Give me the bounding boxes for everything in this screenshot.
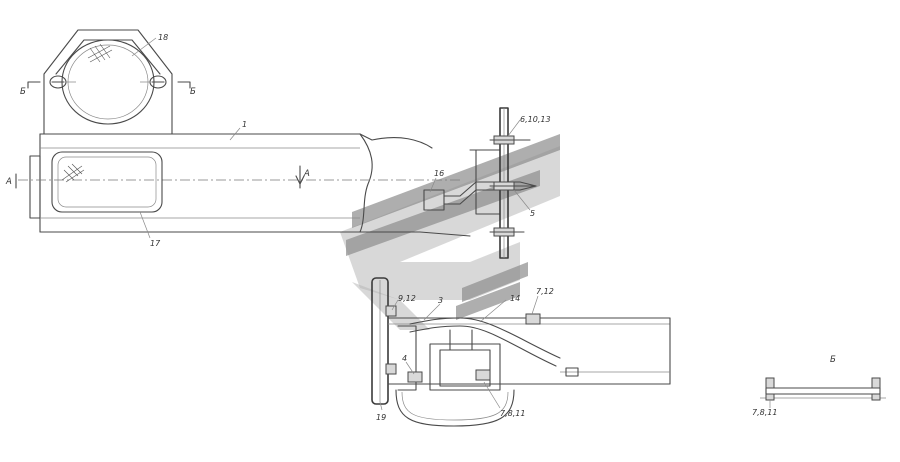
callout-1: 1 bbox=[242, 120, 247, 129]
callout-19: 19 bbox=[376, 413, 386, 422]
callout-4: 4 bbox=[402, 354, 407, 363]
callout-16: 16 bbox=[434, 169, 444, 178]
section-line-b bbox=[27, 81, 191, 89]
callout-6-10-13: 6,10,13 bbox=[520, 115, 551, 124]
section-mark-a-left: А bbox=[5, 177, 12, 187]
callout-3: 3 bbox=[438, 296, 443, 305]
callout-14: 14 bbox=[510, 294, 520, 303]
main-pipe bbox=[18, 133, 471, 237]
section-mark-a-right: А bbox=[303, 169, 310, 179]
detail-view-b bbox=[760, 377, 886, 401]
lower-section-view bbox=[371, 277, 671, 427]
callout-9-12: 9,12 bbox=[398, 294, 416, 303]
section-mark-b-view: Б bbox=[830, 355, 836, 365]
section-mark-b-right: Б bbox=[190, 87, 196, 97]
hatch-mark-18 bbox=[87, 43, 113, 63]
hatch-mark-17 bbox=[61, 163, 85, 183]
callout-7-8-11-detail: 7,8,11 bbox=[752, 408, 777, 417]
housing-top-view bbox=[43, 29, 173, 135]
callout-7-12: 7,12 bbox=[536, 287, 554, 296]
callout-17: 17 bbox=[150, 239, 161, 248]
leader-lines bbox=[131, 37, 771, 411]
callout-18: 18 bbox=[158, 33, 168, 42]
bracket-assembly bbox=[423, 107, 537, 259]
section-line-a bbox=[15, 165, 305, 189]
callout-5: 5 bbox=[530, 209, 535, 218]
section-mark-b-left: Б bbox=[20, 87, 26, 97]
callout-7-8-11: 7,8,11 bbox=[500, 409, 525, 418]
